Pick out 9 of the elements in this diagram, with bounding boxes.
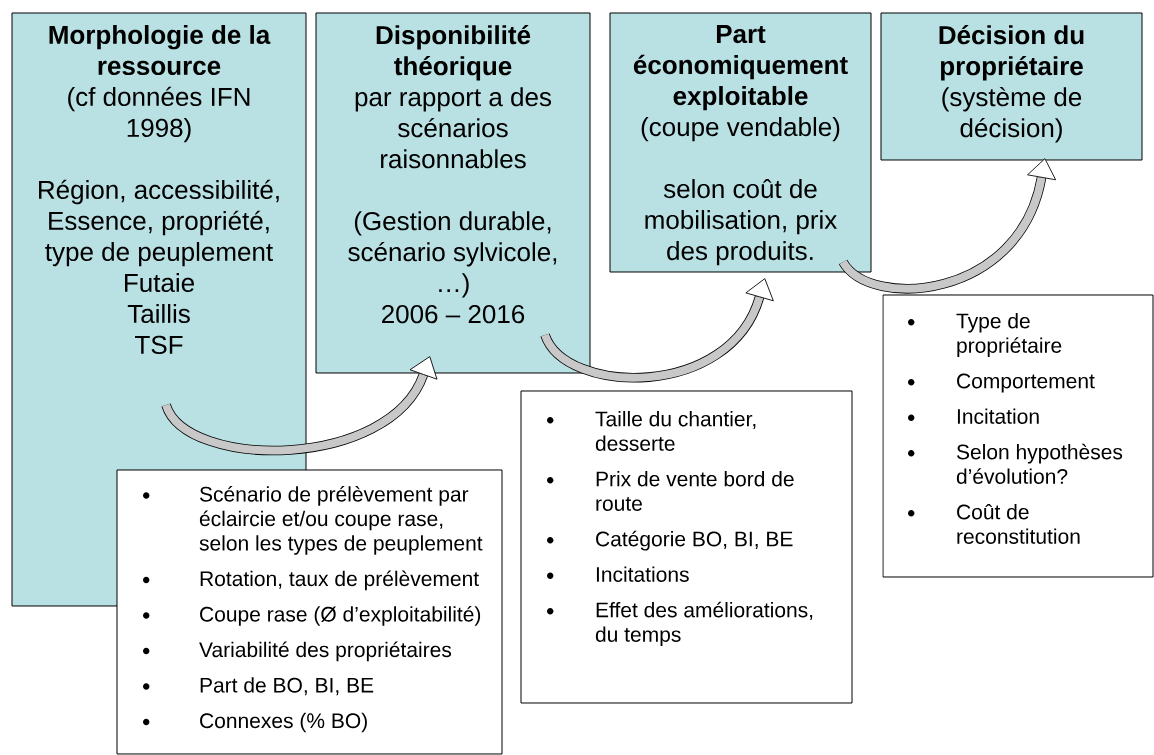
curved-arrow <box>839 158 1057 294</box>
bullet-list-box: Taille du chantier, desserte Prix de vente bord de route Catégorie BO, BI, BE Incitations Effet des améliorations, du temps <box>520 390 853 704</box>
stage-box: Part économiquement exploitable (coupe vendable) selon coût de mobilisation, prix des produits. <box>609 12 872 273</box>
bullet-list-box: Scénario de prélèvement par éclaircie et/ou coupe rase, selon les types de peuplement Rotation, taux de prélèvement Coupe rase (Ø d’exploitabilité) Variabilité des propriétaires Part de BO, BI, BE Connexes (% BO) <box>116 469 503 755</box>
bullet-list-box: Type de propriétaire Comportement Incitation Selon hypothèses d’évolution? Coût de reconstitution <box>882 294 1154 578</box>
curved-arrow <box>540 278 774 383</box>
stage-box: Disponibilité théorique par rapport a des scénarios raisonnables (Gestion durable, scénario sylvicole, …) 2006 – 2016 <box>315 12 591 374</box>
stage-box: Décision du propriétaire (système de décision) <box>880 12 1143 161</box>
curved-arrow <box>161 356 438 455</box>
